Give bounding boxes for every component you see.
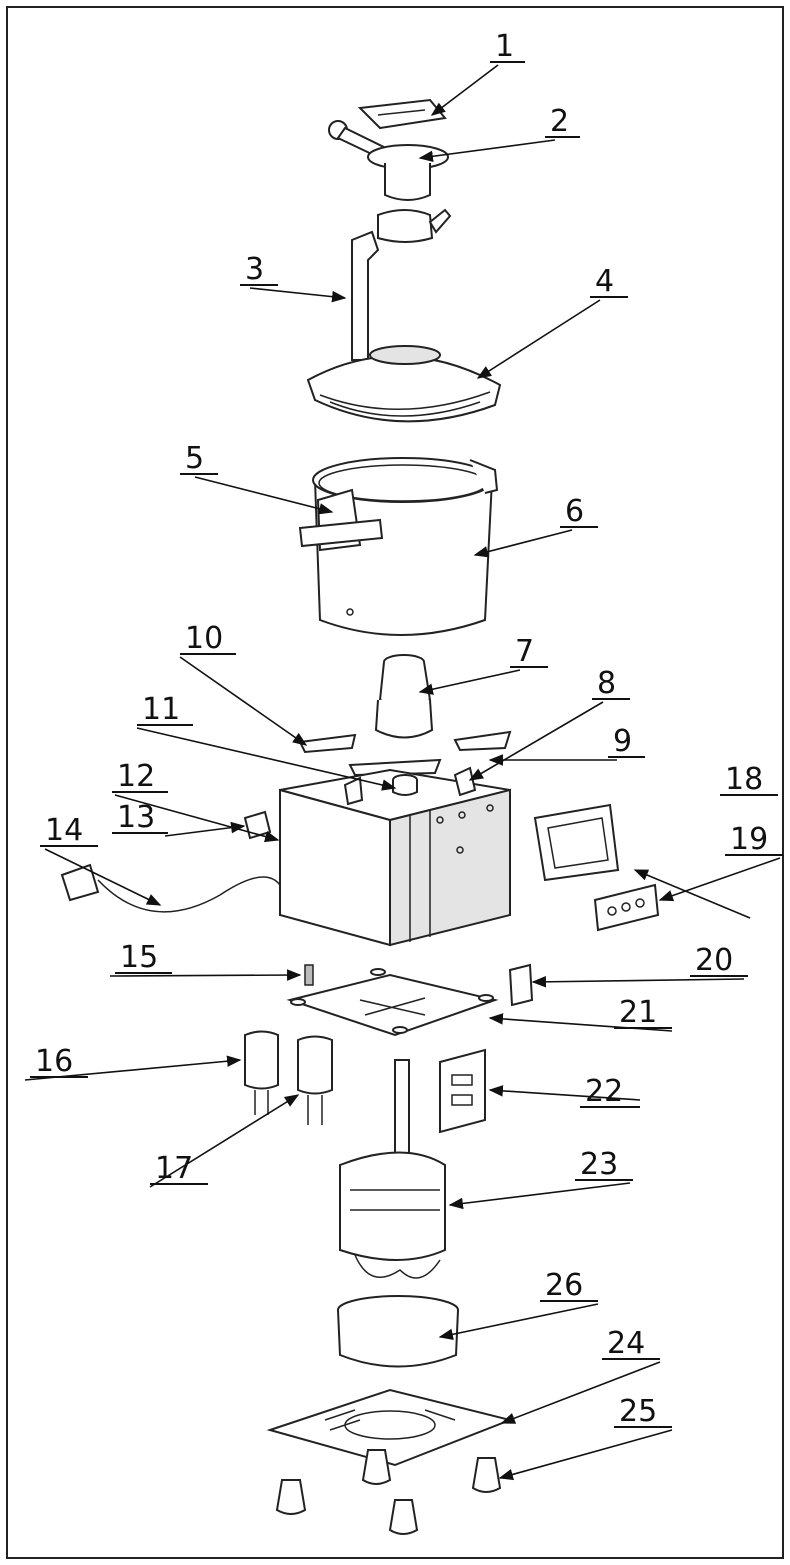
- part-22-circuit-board: [439, 1048, 486, 1134]
- part-7-coupling: [374, 654, 434, 739]
- part-14-power-cord: [60, 863, 281, 913]
- part-11-drive-hub: [392, 774, 418, 796]
- callout-5: 5: [185, 441, 204, 476]
- callout-1: 1: [495, 29, 514, 64]
- part-16-capacitor: [244, 1030, 279, 1115]
- part-9-housing-top: [343, 776, 364, 806]
- callout-18: 18: [725, 762, 763, 797]
- part-20-relay: [508, 963, 534, 1007]
- callout-10: 10: [185, 621, 223, 656]
- callout-7: 7: [515, 634, 534, 669]
- callout-20: 20: [695, 943, 733, 978]
- callout-6: 6: [565, 494, 584, 529]
- part-23-motor: [339, 1059, 446, 1279]
- callout-16: 16: [35, 1044, 73, 1079]
- part-2-feed-pusher: [328, 120, 449, 201]
- label-underlines: [30, 61, 783, 1428]
- part-8-safety-switch: [453, 766, 477, 797]
- callout-12: 12: [117, 759, 155, 794]
- callout-14: 14: [45, 813, 83, 848]
- callout-23: 23: [580, 1147, 618, 1182]
- diagram-frame: [6, 6, 784, 1559]
- part-19-control-label: [593, 883, 660, 932]
- part-24-base-plate: [266, 1388, 514, 1467]
- callout-21: 21: [619, 995, 657, 1030]
- callout-9: 9: [613, 724, 632, 759]
- part-5-bowl-handle: [298, 488, 384, 552]
- part-3-lid-arm: [351, 208, 452, 361]
- callout-26: 26: [545, 1268, 583, 1303]
- callout-11: 11: [142, 692, 180, 727]
- part-25-feet: [275, 1449, 502, 1535]
- callout-4: 4: [595, 264, 614, 299]
- part-10-blade: [298, 730, 512, 777]
- part-15-terminal: [304, 964, 314, 986]
- callout-2: 2: [550, 104, 569, 139]
- part-1-pusher-cap: [357, 98, 447, 130]
- callout-8: 8: [597, 666, 616, 701]
- part-26-fan-ring: [337, 1295, 459, 1368]
- callout-3: 3: [245, 252, 264, 287]
- part-12-motor-housing: [279, 768, 511, 947]
- callout-24: 24: [607, 1326, 645, 1361]
- callout-19: 19: [730, 822, 768, 857]
- leader-lines: [24, 64, 781, 1481]
- part-6-bowl: [312, 457, 499, 636]
- callout-22: 22: [585, 1074, 623, 1109]
- callout-13: 13: [117, 800, 155, 835]
- callout-17: 17: [155, 1151, 193, 1186]
- callout-15: 15: [120, 940, 158, 975]
- part-17-capacitor: [297, 1035, 333, 1125]
- part-4-lid: [306, 345, 502, 423]
- part-21-mounting-plate: [286, 968, 499, 1037]
- callout-labels: 1 2 3 4 5 6 7 8 9 10 11 12 13 14 15 16 1…: [35, 29, 768, 1429]
- part-18-panel-frame: [533, 803, 620, 882]
- callout-25: 25: [619, 1394, 657, 1429]
